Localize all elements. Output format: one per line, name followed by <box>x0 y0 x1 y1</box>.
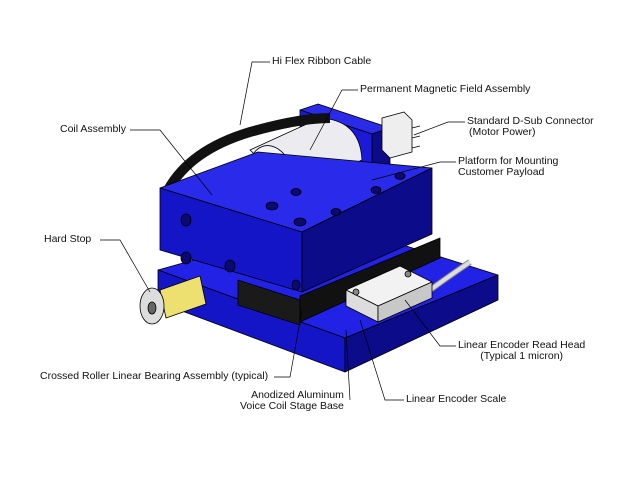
carriage-platform <box>159 151 433 293</box>
label-read-head-line1: Linear Encoder Read Head <box>458 339 586 351</box>
label-magnet-assembly: Permanent Magnetic Field Assembly <box>360 83 531 95</box>
encoder-cable <box>428 259 472 293</box>
label-coil-assembly: Coil Assembly <box>60 123 126 135</box>
label-bearing: Crossed Roller Linear Bearing Assembly (… <box>40 370 269 382</box>
label-platform: Platform for Mounting Customer Payload <box>458 156 558 178</box>
label-dsub-connector: Standard D-Sub Connector (Motor Power) <box>467 116 594 138</box>
crossed-roller-bearing <box>237 279 301 326</box>
mounting-holes <box>180 172 406 291</box>
label-base-line2: Voice Coil Stage Base <box>240 400 344 412</box>
label-read-head: Linear Encoder Read Head (Typical 1 micr… <box>458 340 585 362</box>
label-platform-line1: Platform for Mounting <box>458 155 559 167</box>
leader-lines <box>100 61 465 401</box>
label-base-line1: Anodized Aluminum <box>251 389 344 401</box>
hard-stop <box>139 275 207 325</box>
label-platform-line2: Customer Payload <box>458 166 545 178</box>
encoder-read-head <box>345 265 433 323</box>
label-ribbon-cable: Hi Flex Ribbon Cable <box>272 55 372 67</box>
ribbon-cable <box>163 113 331 193</box>
label-dsub-line1: Standard D-Sub Connector <box>467 115 594 127</box>
label-hard-stop: Hard Stop <box>44 233 92 245</box>
dsub-connector <box>381 111 421 159</box>
label-base: Anodized Aluminum Voice Coil Stage Base <box>240 390 344 412</box>
label-read-head-line2: (Typical 1 micron) <box>480 350 564 362</box>
label-encoder-scale: Linear Encoder Scale <box>406 393 507 405</box>
label-dsub-line2: (Motor Power) <box>469 126 536 138</box>
